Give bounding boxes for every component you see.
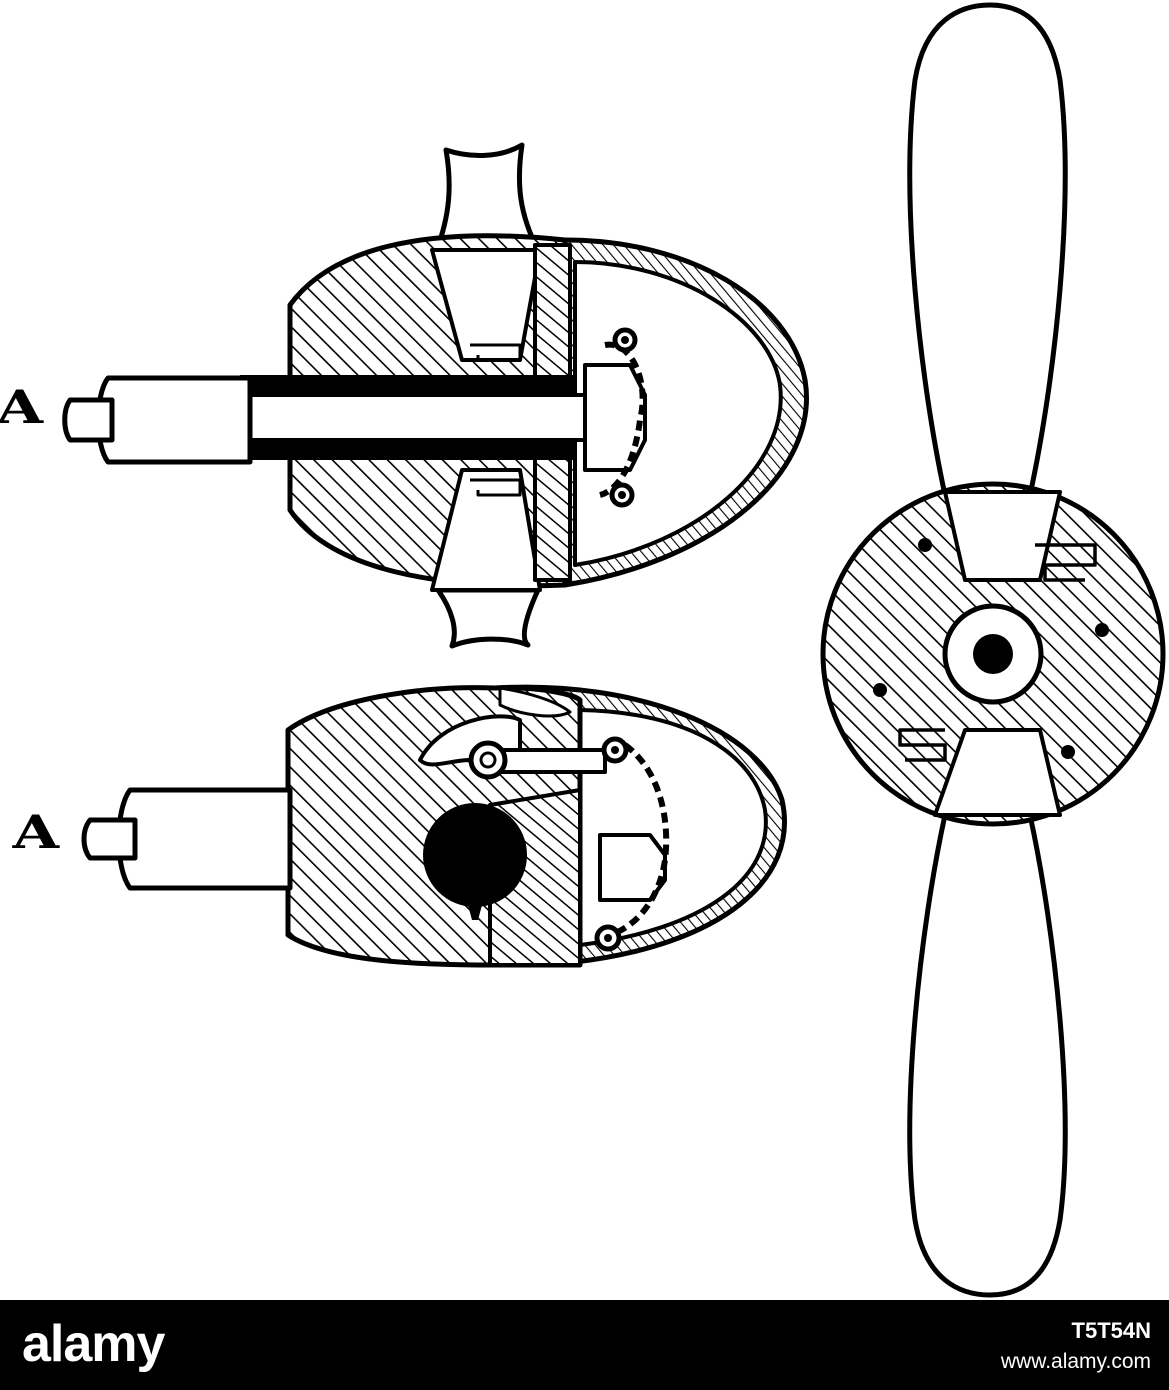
bottom-hub-section	[81, 684, 787, 968]
label-a-lower: A	[12, 805, 60, 859]
label-a-upper: A	[0, 380, 44, 434]
top-blade-stub-lower	[435, 587, 541, 649]
watermark-footer: alamy T5T54N www.alamy.com	[0, 1300, 1169, 1390]
bottom-shaft-nut	[598, 833, 667, 902]
site-url: www.alamy.com	[1000, 1350, 1151, 1373]
top-hub-section	[62, 142, 809, 649]
top-shaft	[238, 393, 612, 442]
bottom-outer-tube	[116, 787, 293, 891]
top-shaft-end	[62, 397, 115, 443]
bottom-pin	[423, 803, 527, 907]
front-blade-lower	[907, 812, 1068, 1298]
image-id: T5T54N	[1071, 1318, 1151, 1343]
top-outer-tube	[95, 375, 253, 465]
front-propeller	[820, 2, 1166, 1298]
alamy-logo: alamy	[22, 1315, 165, 1373]
top-shaft-nut	[583, 363, 647, 472]
top-blade-stub-upper	[433, 142, 541, 255]
front-blade-upper	[907, 2, 1068, 498]
bottom-shaft-end	[81, 817, 138, 861]
propeller-engraving	[62, 2, 1166, 1298]
